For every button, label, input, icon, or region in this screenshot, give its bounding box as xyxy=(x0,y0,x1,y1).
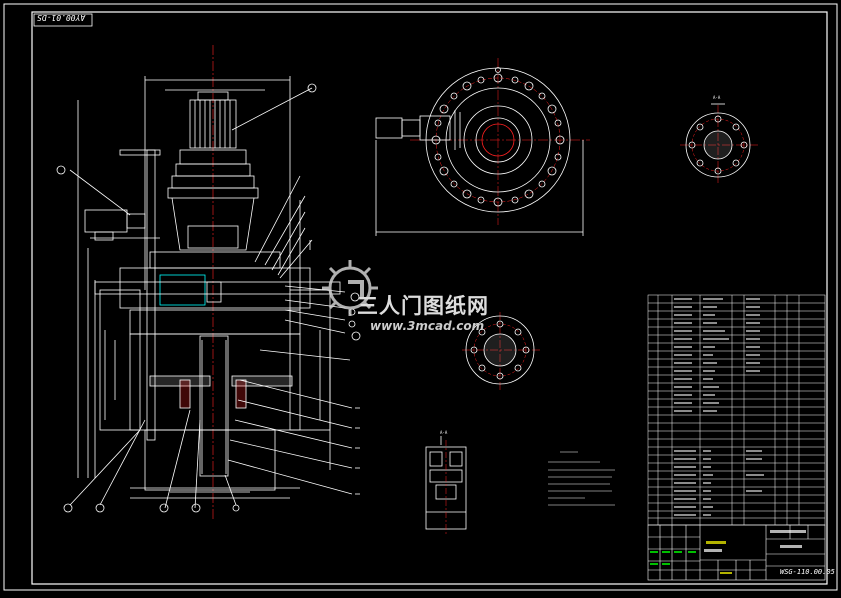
round-view-middle xyxy=(462,312,540,390)
title-block-drawing-code: WSG-110.00.05 xyxy=(780,568,835,576)
section-label-small-view: A-A xyxy=(440,430,448,435)
watermark-site-name: 三人门图纸网 xyxy=(357,294,489,318)
title-block xyxy=(647,524,826,581)
section-view-bracket xyxy=(425,436,467,535)
technical-notes xyxy=(548,451,615,506)
section-label-top-right: A-A xyxy=(713,95,721,100)
parts-list-table xyxy=(647,294,826,526)
section-view-shaft-round xyxy=(680,103,758,185)
gear-logo-icon xyxy=(322,260,378,316)
plan-view-flange xyxy=(375,58,590,236)
main-elevation-view xyxy=(56,45,361,520)
outer-border xyxy=(3,3,838,591)
drawing-number-box xyxy=(33,13,93,27)
inner-border xyxy=(31,11,828,585)
parts-list-rows xyxy=(648,302,825,519)
flange-bolt-holes xyxy=(431,73,565,207)
watermark-url: www.3mcad.com xyxy=(370,319,485,333)
drawing-number-label: AY00.01-DS xyxy=(37,13,86,22)
